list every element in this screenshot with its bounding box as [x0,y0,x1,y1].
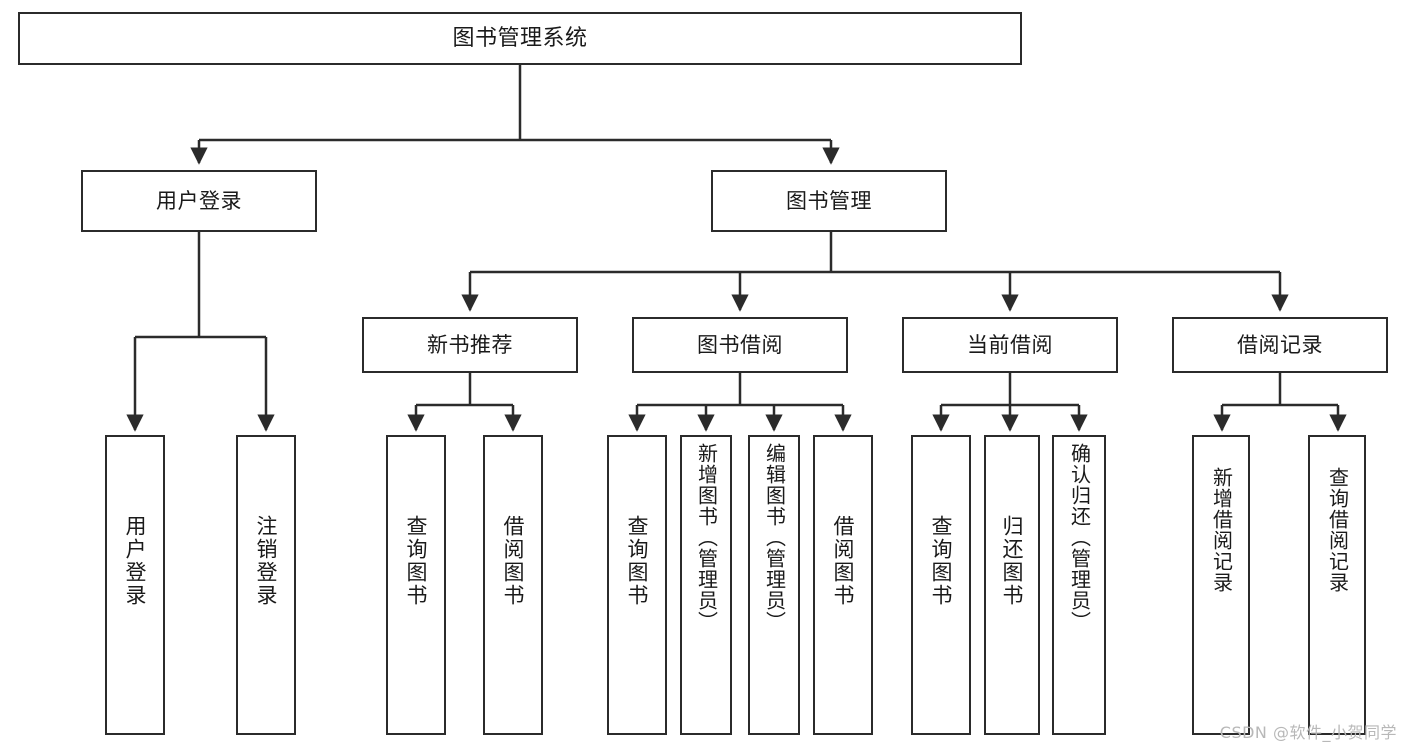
node-label: 图书管理 [786,188,872,213]
node-label: 确认归还（管理员） [1067,443,1092,632]
leaf-borrow-book-recommend[interactable]: 借阅图书 [483,435,543,735]
node-label: 借阅图书 [831,515,856,607]
node-label: 查询图书 [929,515,954,607]
node-label: 查询借阅记录 [1325,467,1350,593]
node-label: 归还图书 [1000,515,1025,607]
node-label: 图书管理系统 [452,25,588,51]
leaf-edit-book-admin[interactable]: 编辑图书（管理员） [748,435,800,735]
node-label: 当前借阅 [967,332,1053,357]
node-book-management[interactable]: 图书管理 [711,170,947,232]
node-label: 图书借阅 [697,332,783,357]
node-label: 借阅记录 [1237,332,1323,357]
leaf-user-login[interactable]: 用户登录 [105,435,165,735]
node-user-login[interactable]: 用户登录 [81,170,317,232]
node-book-borrow[interactable]: 图书借阅 [632,317,848,373]
node-label: 查询图书 [404,515,429,607]
node-root-book-management-system[interactable]: 图书管理系统 [18,12,1022,65]
leaf-add-borrow-record[interactable]: 新增借阅记录 [1192,435,1250,735]
node-label: 新增借阅记录 [1209,467,1234,593]
node-new-book-recommend[interactable]: 新书推荐 [362,317,578,373]
node-current-borrow[interactable]: 当前借阅 [902,317,1118,373]
node-label: 新增图书（管理员） [694,443,719,632]
leaf-confirm-return-admin[interactable]: 确认归还（管理员） [1052,435,1106,735]
node-label: 用户登录 [123,515,148,607]
node-label: 编辑图书（管理员） [762,443,787,632]
node-label: 借阅图书 [501,515,526,607]
node-label: 用户登录 [156,188,242,213]
leaf-query-book-borrow[interactable]: 查询图书 [607,435,667,735]
leaf-query-book-current[interactable]: 查询图书 [911,435,971,735]
node-label: 注销登录 [254,515,279,607]
watermark-text: CSDN @软件_小贺同学 [1219,723,1397,742]
leaf-return-book[interactable]: 归还图书 [984,435,1040,735]
leaf-query-borrow-record[interactable]: 查询借阅记录 [1308,435,1366,735]
leaf-logout[interactable]: 注销登录 [236,435,296,735]
leaf-query-book-recommend[interactable]: 查询图书 [386,435,446,735]
node-label: 查询图书 [625,515,650,607]
node-borrow-record[interactable]: 借阅记录 [1172,317,1388,373]
leaf-borrow-book[interactable]: 借阅图书 [813,435,873,735]
node-label: 新书推荐 [427,332,513,357]
leaf-add-book-admin[interactable]: 新增图书（管理员） [680,435,732,735]
